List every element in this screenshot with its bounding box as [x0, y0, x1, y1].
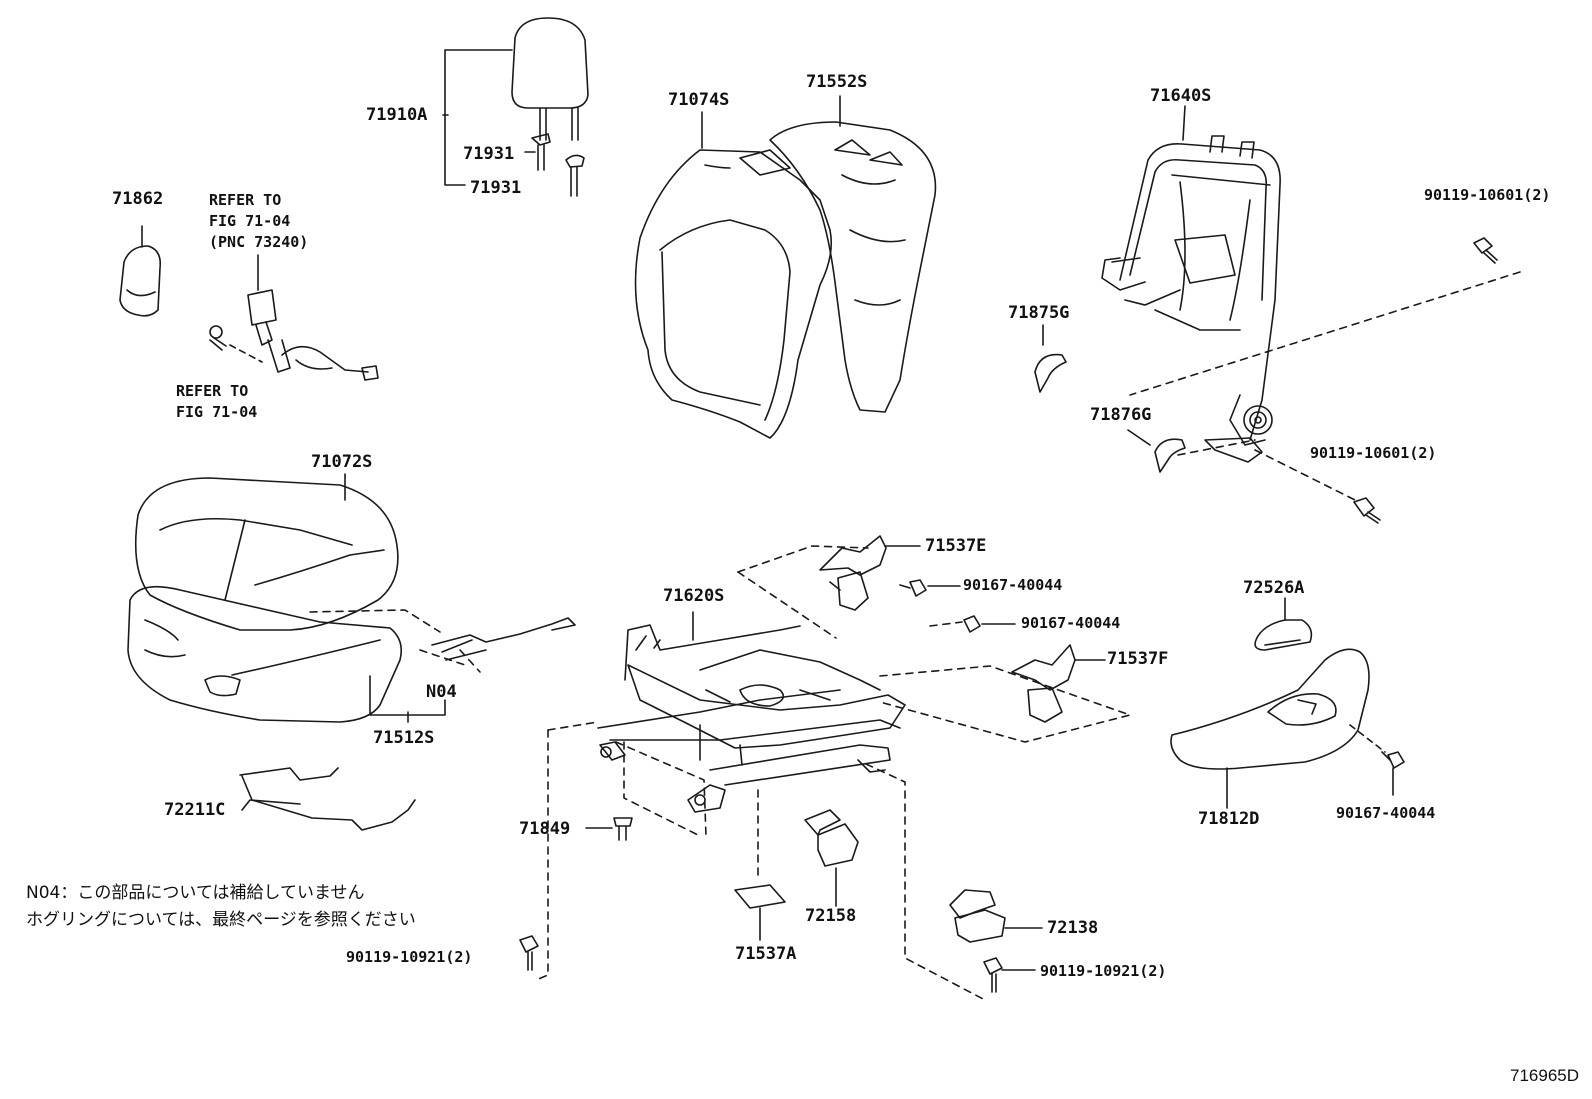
callout-71537f: 71537F [1107, 649, 1169, 669]
screw-e-drawing [899, 579, 961, 597]
cushion-frame-drawing [597, 611, 906, 813]
bolt-back-drawings [1353, 237, 1498, 524]
diagram-id: 716965D [1510, 1066, 1580, 1085]
screw-f-drawing [963, 615, 1016, 633]
belt-buckle-drawing [209, 254, 379, 381]
callout-72211c: 72211C [164, 800, 226, 820]
headrest-support-drawings [531, 133, 585, 197]
back-frame-drawing [1101, 105, 1281, 463]
cushion-pad-drawing [127, 585, 446, 723]
note-line-2: ホグリングについては、最終ページを参照ください [26, 910, 416, 930]
callout-90119-10601-lower: 90119-10601(2) [1310, 444, 1437, 462]
callout-90119-10921-right: 90119-10921(2) [1040, 962, 1167, 980]
sensor-wire-drawing [431, 617, 576, 661]
callout-72138: 72138 [1047, 918, 1099, 938]
callout-90167-40044-shield: 90167-40044 [1336, 804, 1436, 822]
callout-71876g: 71876G [1090, 405, 1152, 425]
headrest-drawing [511, 17, 589, 141]
wire-drawing [239, 767, 416, 831]
shield-e-drawing [819, 535, 921, 611]
bolt-rail-drawings [519, 935, 1036, 993]
pad-71537a-drawing [734, 884, 786, 941]
callout-72158: 72158 [805, 906, 857, 926]
cover-72158-drawing [804, 809, 859, 907]
callout-71512s: 71512S [373, 728, 435, 748]
pin-drawing [585, 817, 633, 841]
cushion-frame-dashes [535, 545, 1131, 1001]
callout-72526a: 72526A [1243, 578, 1305, 598]
callout-71875g: 71875G [1008, 303, 1070, 323]
callout-71072s: 71072S [311, 452, 373, 472]
callout-90167-40044-e: 90167-40044 [963, 576, 1063, 594]
back-frame-dashes [1129, 271, 1521, 501]
callout-90167-40044-f: 90167-40044 [1021, 614, 1121, 632]
note-line-1: N04：この部品については補給していません [26, 883, 365, 903]
headrest-bracket-lines [442, 49, 536, 186]
cover-72138-drawing [949, 889, 1043, 943]
callout-71931-lower: 71931 [470, 178, 522, 198]
callout-71931-upper: 71931 [463, 144, 515, 164]
callout-71812d: 71812D [1198, 809, 1260, 829]
back-pad-drawing [769, 95, 937, 413]
callout-71640s: 71640S [1150, 86, 1212, 106]
knob-drawing [1254, 597, 1313, 651]
screw-shield-drawing [1381, 751, 1405, 796]
shield-outer-drawing [1170, 648, 1386, 809]
refer-belt-note: REFER TO FIG 71-04 (PNC 73240) [209, 191, 309, 251]
callout-71537e: 71537E [925, 536, 987, 556]
hinge-covers-drawing [1034, 324, 1186, 473]
callout-71074s: 71074S [668, 90, 730, 110]
shield-f-drawing [1011, 644, 1106, 723]
back-cover-drawing [634, 111, 833, 439]
callout-90119-10601-upper: 90119-10601(2) [1424, 186, 1551, 204]
callout-71537a: 71537A [735, 944, 797, 964]
callout-71552s: 71552S [806, 72, 868, 92]
callout-90119-10921-left: 90119-10921(2) [346, 948, 473, 966]
callout-n04: N04 [426, 682, 457, 702]
cushion-cover-drawing [134, 473, 399, 631]
refer-bolt-note: REFER TO FIG 71-04 [176, 382, 258, 421]
callout-71910a: 71910A [366, 105, 428, 125]
cushion-dashes [309, 609, 481, 673]
small-cover-drawing [119, 225, 162, 317]
callout-71849: 71849 [519, 819, 571, 839]
callout-71862: 71862 [112, 189, 164, 209]
callout-71620s: 71620S [663, 586, 725, 606]
